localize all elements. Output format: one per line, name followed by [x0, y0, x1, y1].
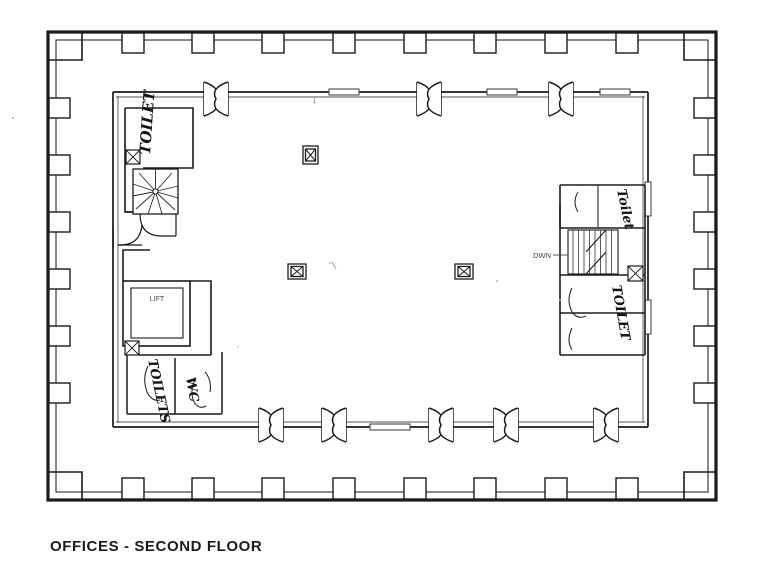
toilet-label-top-left: TOILET: [136, 88, 159, 155]
column-marker-2: [287, 263, 307, 280]
pilasters-left: [48, 97, 71, 404]
left-lower-wc-fixtures: [144, 365, 211, 408]
scan-artifacts: [11, 101, 561, 348]
column-marker-1: [302, 145, 319, 165]
corner-returns: [47, 32, 717, 500]
bay-window-bottom-2: [321, 407, 347, 443]
bay-window-bottom-3: [428, 407, 454, 443]
pilasters-right: [693, 97, 716, 404]
door-marker-right-core: [627, 265, 644, 282]
pilasters-top: [121, 32, 639, 54]
door-marker-lift: [124, 340, 140, 356]
window-mullions-bottom: [369, 423, 411, 431]
drawing-caption: OFFICES - SECOND FLOOR: [50, 538, 263, 555]
outer-wall-inner-face: [55, 39, 709, 493]
bay-window-bottom-4: [493, 407, 519, 443]
lift-shaft: [122, 249, 212, 355]
pencil-ticks: [313, 95, 337, 270]
bay-window-bottom-5: [593, 407, 619, 443]
bay-window-top-2: [416, 81, 442, 117]
right-staircase: [567, 229, 619, 275]
right-core-fixtures: [568, 191, 587, 351]
stair-landing-arc: [139, 213, 177, 237]
bay-window-top-3: [548, 81, 574, 117]
stair-direction-label: DWN: [533, 251, 551, 260]
bay-window-bottom-1: [258, 407, 284, 443]
window-mullions-top: [328, 88, 631, 96]
bay-window-top-1: [203, 81, 229, 117]
door-marker-left-upper: [125, 149, 141, 165]
outer-wall-group: [46, 30, 718, 502]
door-swing-left: [112, 224, 143, 248]
pilasters-bottom: [121, 477, 639, 500]
wc-label-bottom-left: WC: [182, 376, 201, 404]
lift-label: LIFT: [150, 296, 165, 303]
column-marker-3: [454, 263, 474, 280]
spiral-staircase: [132, 168, 179, 215]
left-lower-wc-walls: [126, 352, 223, 415]
